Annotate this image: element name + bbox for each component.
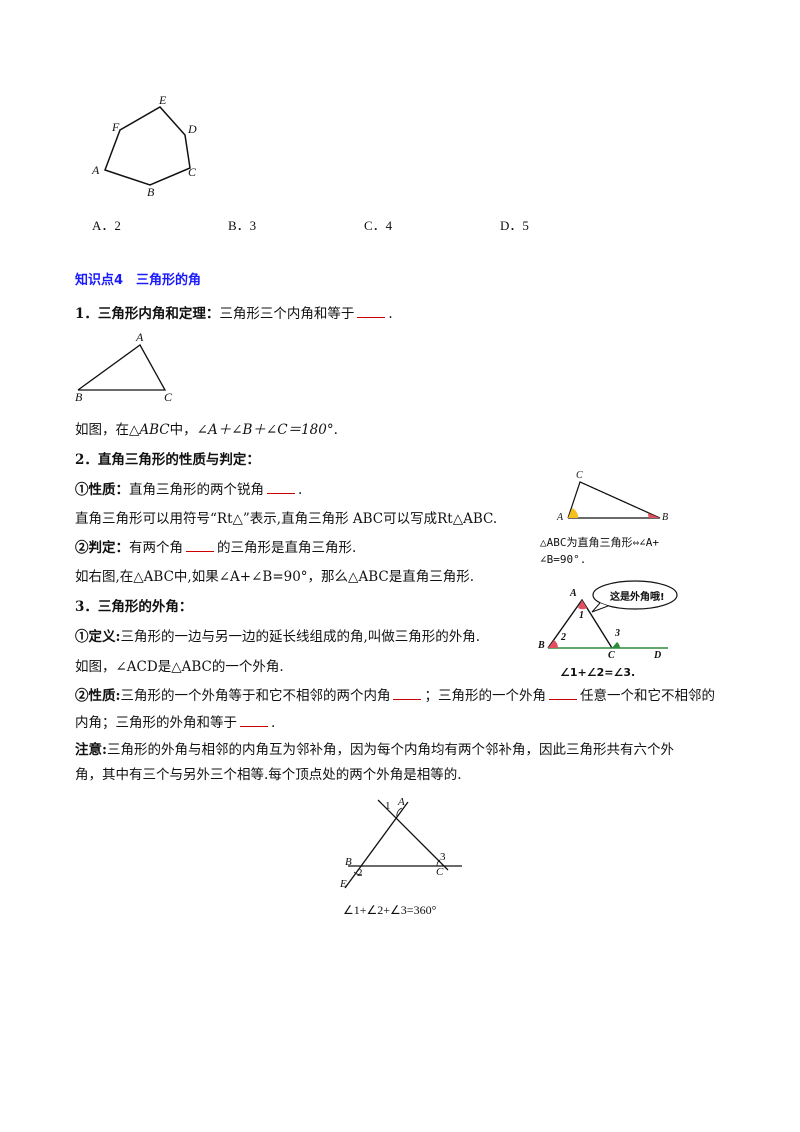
- ext-fig-label-2: 2: [561, 632, 566, 643]
- p3-example: 如图，∠ACD是△ABC的一个外角.: [75, 659, 284, 675]
- bottom-triangle-figure: [344, 799, 462, 889]
- ext-fig-label-a: A: [570, 588, 577, 599]
- p3-prop-blank3[interactable]: [240, 714, 268, 727]
- right-fig-label-c: C: [576, 470, 583, 481]
- section-title: 知识点4 三角形的角: [75, 273, 202, 288]
- hexagon-label-f: F: [112, 120, 120, 134]
- p2-head: 2．直角三角形的性质与判定：: [75, 452, 260, 468]
- bottom-fig-label-b: B: [345, 856, 352, 868]
- p1-text: 三角形三个内角和等于: [219, 306, 355, 322]
- option-b[interactable]: B．3: [228, 218, 257, 233]
- bottom-fig-label-e: E: [340, 878, 347, 890]
- p3-prop-blank1[interactable]: [393, 687, 422, 700]
- p1-formula-mid: 中，: [169, 422, 197, 438]
- p3-prop-text3: 任意一个和它不相邻的: [579, 688, 715, 704]
- right-triangle-figure: [567, 481, 661, 519]
- right-fig-caption1: △ABC为直角三角形⇔∠A+: [540, 536, 659, 549]
- right-fig-caption2: ∠B=90°.: [540, 553, 587, 566]
- hexagon-label-e: E: [159, 93, 167, 107]
- tri-label-a: A: [136, 330, 144, 344]
- hexagon-label-b: B: [147, 185, 155, 199]
- ext-fig-label-b: B: [538, 640, 545, 651]
- option-c[interactable]: C．4: [364, 218, 393, 233]
- ext-fig-label-3: 3: [615, 628, 620, 639]
- p2-prop-text: 直角三角形的两个锐角: [129, 482, 264, 498]
- p2-example: 如右图,在△ABC中,如果∠A+∠B=90°，那么△ABC是直角三角形.: [75, 569, 474, 585]
- p2-judge-head: ②判定：: [75, 540, 129, 556]
- p3-prop-text2: ；三角形的一个外角: [424, 688, 546, 704]
- tri-label-c: C: [164, 390, 173, 404]
- hexagon-label-c: C: [188, 165, 197, 179]
- note-text1: 三角形的外角与相邻的内角互为邻补角，因为每个内角均有两个邻补角，因此三角形共有六…: [106, 742, 674, 758]
- right-fig-label-b: B: [662, 512, 669, 523]
- p3-prop-text1: 三角形的一个外角等于和它不相邻的两个内角: [120, 688, 391, 704]
- option-d[interactable]: D．5: [500, 218, 529, 233]
- hexagon-figure: [104, 106, 191, 186]
- p3-prop-line1: ②性质:三角形的一个外角等于和它不相邻的两个内角 ；三角形的一个外角 任意一个和它不…: [75, 687, 715, 705]
- p1-blank[interactable]: [357, 305, 386, 318]
- p2-judge-blank[interactable]: [186, 539, 214, 552]
- p3-prop-head: ②性质:: [75, 688, 121, 704]
- bottom-caption: ∠1+∠2+∠3=360°: [343, 903, 437, 917]
- p3-prop-line2: 内角；三角形的外角和等于: [75, 715, 237, 731]
- p2-symbol-text: 直角三角形可以用符号“Rt△”表示,直角三角形 ABC可以写成Rt△ABC.: [75, 511, 498, 527]
- p1-formula: ∠A＋∠B＋∠C＝180°: [196, 422, 334, 438]
- option-a[interactable]: A．2: [92, 218, 121, 233]
- p3-def-text: 三角形的一边与另一边的延长线组成的角,叫做三角形的外角.: [120, 629, 481, 645]
- tri-label-b: B: [75, 390, 83, 404]
- p2-judge-pre: 有两个角: [129, 540, 183, 556]
- note-line1: 注意:三角形的外角与相邻的内角互为邻补角，因为每个内角均有两个邻补角，因此三角形…: [75, 741, 674, 759]
- triangle-abc-figure: [77, 344, 167, 391]
- hexagon-label-a: A: [92, 163, 100, 177]
- note-head: 注意:: [75, 742, 107, 758]
- p2-judge-line: ②判定：有两个角 的三角形是直角三角形.: [75, 539, 356, 557]
- p1-head: 1．三角形内角和定理：: [75, 306, 220, 322]
- p1-line: 1．三角形内角和定理：三角形三个内角和等于.: [75, 305, 393, 322]
- p1-formula-pre: 如图，在: [75, 422, 129, 438]
- hexagon-label-d: D: [188, 122, 197, 136]
- right-fig-label-a: A: [557, 512, 564, 523]
- ext-fig-label-c: C: [608, 650, 615, 661]
- p3-def-head: ①定义:: [75, 629, 121, 645]
- ext-fig-caption: ∠1+∠2=∠3.: [560, 666, 636, 679]
- bottom-fig-label-1: 1: [385, 800, 391, 812]
- bottom-fig-label-c: C: [436, 866, 444, 878]
- bottom-fig-label-3: 3: [440, 851, 446, 863]
- p3-head: 3．三角形的外角：: [75, 599, 193, 615]
- bottom-fig-label-2: 2: [357, 867, 363, 879]
- p2-prop-blank[interactable]: [267, 481, 295, 494]
- p2-prop-head: ①性质：: [75, 482, 129, 498]
- note-text2: 角，其中有三个与另外三个相等.每个顶点处的两个外角是相等的.: [75, 767, 462, 783]
- p2-prop-line: ①性质：直角三角形的两个锐角.: [75, 481, 303, 498]
- p3-def-line: ①定义:三角形的一边与另一边的延长线组成的角,叫做三角形的外角.: [75, 628, 480, 646]
- ext-fig-label-1: 1: [579, 610, 584, 621]
- bottom-fig-label-a: A: [398, 796, 405, 808]
- p3-prop-line2-wrap: 内角；三角形的外角和等于.: [75, 714, 276, 731]
- p1-formula-tri: △ABC: [129, 422, 170, 438]
- ext-fig-label-d: D: [654, 650, 662, 661]
- exterior-angle-figure: [547, 580, 678, 649]
- ext-fig-bubble: 这是外角哦!: [610, 592, 665, 603]
- p2-judge-post: 的三角形是直角三角形.: [217, 540, 357, 556]
- p1-formula-line: 如图，在△ABC中，∠A＋∠B＋∠C＝180°.: [75, 422, 338, 438]
- p3-prop-blank2[interactable]: [548, 687, 577, 700]
